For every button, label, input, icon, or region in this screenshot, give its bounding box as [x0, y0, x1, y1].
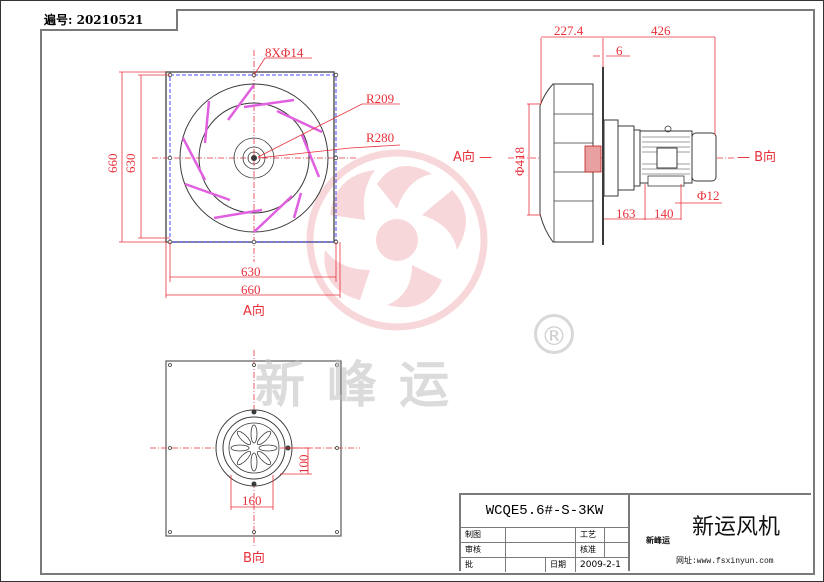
label-batch: 批: [461, 558, 506, 572]
dim-overall-motor: 426: [651, 23, 671, 38]
title-block: WCQE5.6#-S-3KW 制图 工艺 审核 核准 批 日期 2009-2-1…: [459, 493, 813, 572]
impeller-blades: [181, 84, 323, 233]
dim-radius-inner: R209: [366, 91, 395, 106]
value-process: [605, 528, 628, 542]
value-drawn: [506, 528, 576, 542]
view-arrow-a: A向 —: [453, 150, 493, 165]
dim-foot-hole: Φ12: [697, 188, 720, 203]
label-drawn: 制图: [461, 528, 506, 542]
front-view: [119, 50, 401, 298]
value-batch: [506, 558, 546, 572]
company-name: 新运风机: [692, 515, 781, 540]
dim-foot-offset: 163: [616, 206, 636, 221]
serial-number-label: 遍号: 20210521: [40, 9, 178, 31]
value-approved: [605, 543, 628, 557]
dim-plate-thickness: 6: [616, 43, 623, 58]
drawing-frame: [40, 9, 815, 575]
company-website: 网址:www.fsxinyun.com: [676, 557, 774, 566]
dim-foot-spacing: 140: [654, 206, 674, 221]
title-row-drawn: 制图 工艺: [461, 528, 628, 543]
dim-impeller-depth: 227.4: [554, 23, 584, 38]
view-label-a: A向: [243, 304, 265, 319]
title-block-company: 新峰运 新运风机 网址:www.fsxinyun.com: [630, 495, 813, 571]
dim-radius-outer: R280: [366, 130, 395, 145]
label-date: 日期: [546, 558, 576, 572]
dim-foot-width: 160: [242, 493, 262, 508]
dim-holes-note: 8XΦ14: [265, 45, 304, 60]
label-process: 工艺: [576, 528, 605, 542]
view-label-b: B向: [243, 551, 265, 566]
dim-foot-height: 100: [296, 454, 311, 475]
dim-width-inner: 630: [241, 264, 261, 279]
dim-height-outer: 660: [105, 153, 120, 174]
label-approved: 核准: [576, 543, 605, 557]
registered-trademark-icon: ®: [534, 314, 574, 354]
title-row-date: 批 日期 2009-2-1: [461, 558, 628, 572]
dim-diameter: Φ418: [512, 146, 527, 176]
title-block-info: WCQE5.6#-S-3KW 制图 工艺 审核 核准 批 日期 2009-2-1: [461, 495, 630, 572]
view-arrow-b: — B向: [737, 150, 777, 165]
label-checked: 审核: [461, 543, 506, 557]
side-view: [508, 36, 735, 245]
title-row-checked: 审核 核准: [461, 543, 628, 558]
logo-brand-text: 新峰运: [646, 536, 670, 545]
value-checked: [506, 543, 576, 557]
value-date: 2009-2-1: [580, 560, 621, 570]
rear-view: [150, 350, 360, 548]
dim-width-outer: 660: [241, 282, 261, 297]
watermark-brand-text: 新峰运: [255, 356, 471, 414]
model-number: WCQE5.6#-S-3KW: [461, 495, 628, 528]
dim-height-inner: 630: [123, 153, 138, 174]
